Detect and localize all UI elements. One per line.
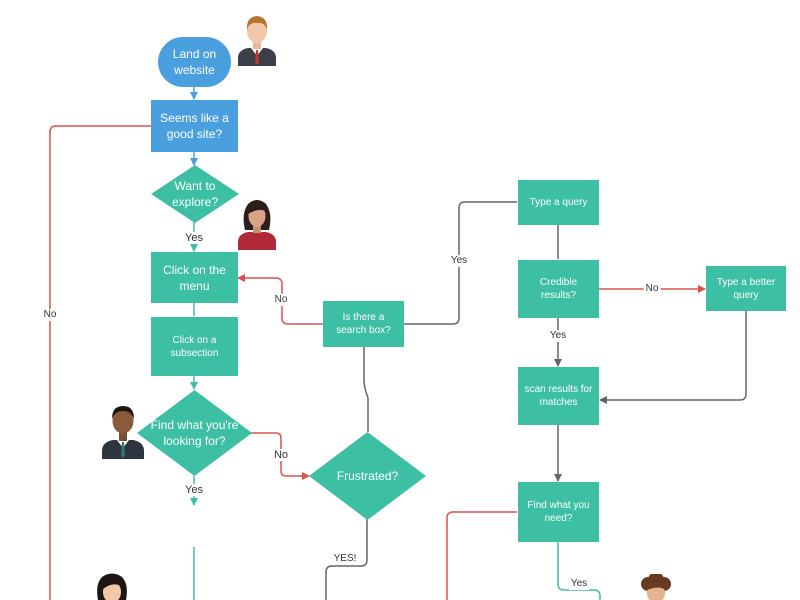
edge-searchbox-to-frustrated [363,347,369,432]
woman-red-icon [238,200,276,250]
node-good-site-label: Seems like a good site? [160,111,229,141]
edge-label-yes-frustrated: YES! [331,553,359,565]
edge-label-yes-find1: Yes [183,484,205,496]
node-menu-label: Click on the menu [163,262,226,293]
woman-dark-hair-icon [97,573,127,600]
edge-find2-no [446,511,517,600]
node-find2-label: Find what you need? [527,500,590,524]
edge-label-yes-searchbox: Yes [448,255,470,267]
node-click-menu: Click on the menu [151,252,238,303]
node-frustrated-label: Frustrated? [336,469,399,483]
man-dark-icon [102,406,144,459]
edge-label-no-left: No [41,309,59,321]
edge-label-no-credible: No [643,283,661,295]
node-find1-label: Find what you're looking for? [150,418,239,448]
node-searchbox-label: Is there a search box? [336,312,391,336]
node-credible-label: Credible results? [539,277,578,301]
node-type-query: Type a query [518,180,599,225]
edge-goodsite-no [49,125,151,600]
edge-label-yes-credible: Yes [547,330,569,342]
node-frustrated: Frustrated? [309,432,426,520]
node-explore-label: Want to explore? [171,179,219,209]
node-land-label: Land on website [172,47,217,77]
edge-label-yes-find2: Yes [568,578,590,590]
node-find-what-you-need: Find what you need? [518,482,599,542]
node-good-site: Seems like a good site? [151,100,238,152]
node-subsection-label: Click on a subsection [170,334,219,359]
node-want-to-explore: Want to explore? [151,165,239,223]
node-type-better-query: Type a better query [706,266,786,311]
woman-curly-icon [641,574,671,600]
node-query-label: Type a query [529,197,588,208]
edge-label-no-searchbox: No [272,294,290,306]
edge-betterquery-to-scan [599,311,747,404]
edge-frustrated-yes [325,519,368,600]
node-credible-results: Credible results? [518,260,599,318]
node-better-query-label: Type a better query [716,276,776,301]
node-scan-label: scan results for matches [524,384,593,408]
edge-find2-yes [557,542,601,600]
node-scan-results: scan results for matches [518,367,599,425]
edge-label-no-find1: No [271,449,291,461]
node-click-subsection: Click on a subsection [151,317,238,376]
node-land-on-website: Land on website [158,37,231,87]
node-find-what-youre-looking: Find what you're looking for? [137,390,252,476]
node-search-box: Is there a search box? [323,301,404,347]
man-suit-icon [238,16,276,66]
edge-label-yes-explore: Yes [183,232,205,244]
